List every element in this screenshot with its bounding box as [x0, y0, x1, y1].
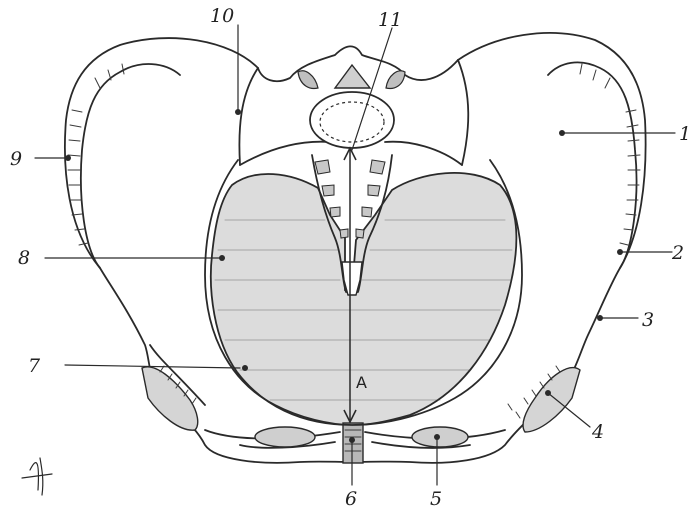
label-1: 1 [679, 123, 691, 145]
pubic-symphysis [343, 423, 363, 463]
label-5: 5 [430, 488, 442, 510]
label-11: 11 [378, 9, 402, 31]
vertebral-disc [310, 92, 394, 148]
spinous-process [335, 65, 370, 88]
left-obturator [255, 427, 315, 447]
label-9: 9 [10, 148, 22, 170]
label-8: 8 [18, 247, 30, 269]
left-crest-hatch [68, 64, 124, 245]
right-ischial-shade [523, 368, 580, 432]
label-10: 10 [210, 5, 234, 27]
axis-letter-a: A [356, 373, 367, 392]
right-crest-hatch [580, 64, 640, 245]
label-6: 6 [345, 488, 357, 510]
label-3: 3 [642, 309, 654, 331]
left-facet [298, 71, 318, 89]
label-4: 4 [591, 421, 604, 443]
right-facet [386, 71, 405, 89]
signature-mark [22, 458, 52, 495]
label-2: 2 [671, 242, 684, 264]
label-7: 7 [28, 355, 41, 377]
